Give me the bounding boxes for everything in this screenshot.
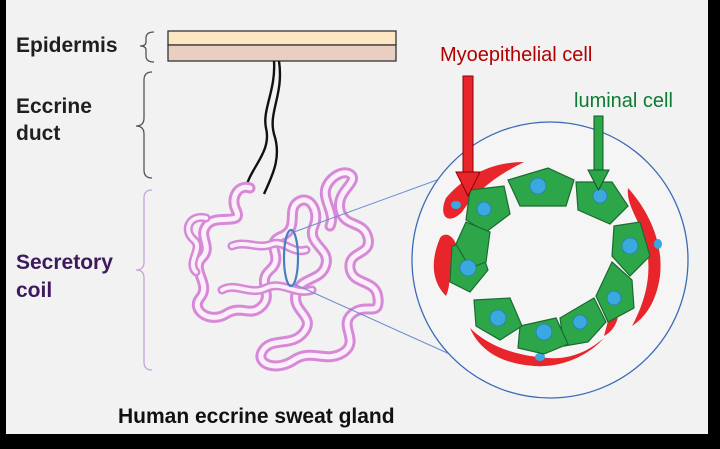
luminal-cell-label: luminal cell [574, 90, 673, 112]
myoepithelial-nuclei [451, 201, 662, 361]
myoepithelial-arrow [455, 75, 481, 198]
diagram-caption: Human eccrine sweat gland [118, 405, 395, 428]
section-ring [282, 228, 300, 288]
secretory-coil-label-line2: coil [16, 279, 53, 302]
epidermis-label: Epidermis [16, 34, 118, 57]
zoom-line-bottom [293, 283, 455, 357]
eccrine-duct-label-line1: Eccrine [16, 95, 92, 118]
secretory-coil-bracket [135, 189, 153, 371]
myoepithelial-cell [470, 328, 604, 367]
secretory-coil [183, 167, 384, 372]
zoom-line-top [293, 175, 449, 233]
epidermis-bracket [139, 31, 155, 63]
luminal-nuclei [459, 177, 639, 341]
eccrine-duct-bracket [135, 71, 153, 179]
luminal-cell [455, 221, 491, 269]
duct-line-right [262, 60, 282, 195]
myoepithelial-cell [443, 162, 524, 219]
luminal-arrow [587, 115, 610, 192]
myoepithelial-cell [433, 234, 456, 296]
secretory-coil-label-line1: Secretory [16, 251, 113, 274]
duct-line-left [244, 60, 276, 189]
eccrine-duct-label-line2: duct [16, 122, 61, 145]
epidermis-top-layer [167, 30, 397, 46]
epidermis-bottom-layer [167, 44, 397, 62]
myoepithelial-cell-label: Myoepithelial cell [440, 44, 593, 66]
myoepithelial-cell [627, 188, 661, 326]
